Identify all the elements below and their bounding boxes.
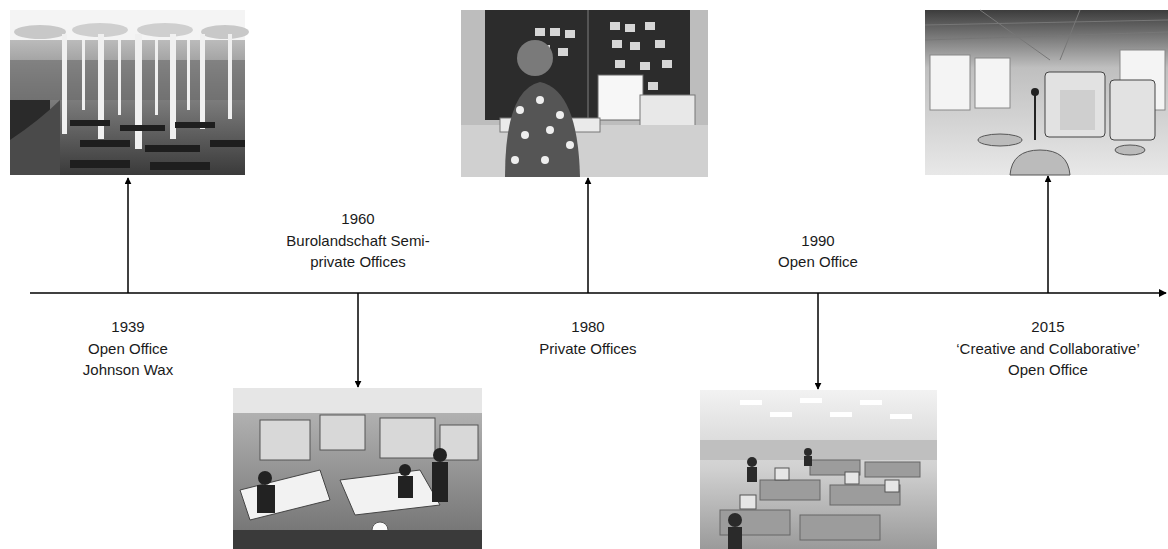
year-label: 1990 [738,230,898,252]
era-label: Open Office [738,251,898,273]
pointer-arrow [357,293,359,387]
photo-private-office [461,10,708,177]
photo-johnson-wax [10,10,249,175]
year-label: 1939 [73,316,183,338]
photo-burolandschaft [233,388,482,549]
era-label: Private Offices [508,338,668,360]
time-axis [30,292,1166,294]
pointer-arrow [1047,176,1049,293]
photo-collaborative-office [925,10,1168,175]
year-label: 1960 [278,208,438,230]
photo-cubicle-office [700,390,937,549]
pointer-arrow [817,293,819,389]
era-label: Burolandschaft Semi-private Offices [278,230,438,273]
pointer-arrow [127,178,129,293]
era-label: Open Office Johnson Wax [73,338,183,381]
year-label: 2015 [946,316,1150,338]
pointer-arrow [587,178,589,293]
era-label: ‘Creative and Collaborative’ Open Office [946,338,1150,381]
year-label: 1980 [508,316,668,338]
